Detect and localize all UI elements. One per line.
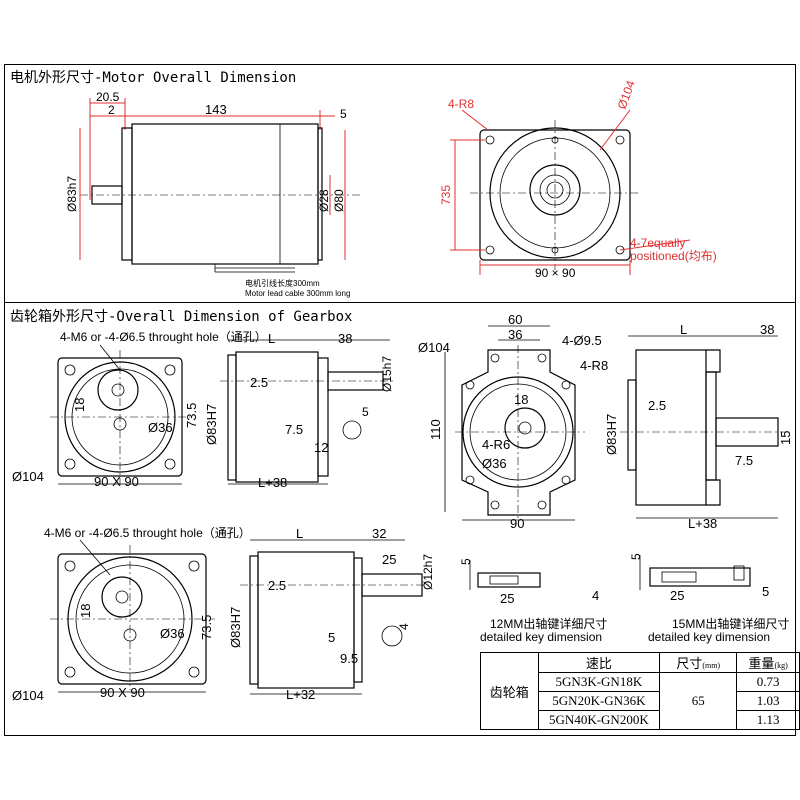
gb2-side-dim-d83h7: Ø83H7: [604, 414, 619, 455]
motor-front-note-1: 4-7equally: [630, 236, 685, 250]
gb1-front-dim-18: 18: [72, 398, 87, 412]
key-15mm-detail: 5 25 5 15MM出轴键详细尺寸 detailed key dimensio…: [629, 553, 789, 644]
gb3-side-dim-5: 5: [328, 630, 335, 645]
gb3-side-dim-2-5: 2.5: [268, 578, 286, 593]
gb1-side-dim-d15h7: Ø15h7: [380, 356, 394, 392]
gearbox1-front-view: 4-M6 or -4-Ø6.5 throught hole（通孔） 18 73.…: [12, 330, 267, 489]
spec-weight-3: 1.13: [736, 710, 800, 730]
motor-dim-d83h7: Ø83h7: [65, 176, 79, 212]
gb1-front-dim-d104: Ø104: [12, 469, 44, 484]
spec-ratio-3: 5GN40K-GN200K: [537, 710, 661, 730]
gearbox3-front-view: 4-M6 or -4-Ø6.5 throught hole（通孔） 18 73.…: [12, 526, 251, 703]
gb3-front-dim-73-5: 73.5: [199, 615, 214, 640]
gb3-side-dim-4: 4: [397, 623, 411, 630]
spec-size-value: 65: [659, 672, 738, 730]
motor-dim-5: 5: [340, 107, 347, 121]
gb2-front-dim-d36: Ø36: [482, 456, 507, 471]
motor-section-title: 电机外形尺寸-Motor Overall Dimension: [10, 70, 297, 86]
gb2-side-dim-15: 15: [778, 431, 793, 445]
gearbox1-side-view: L 38 2.5 Ø83H7 Ø15h7 7.5 12 5 L+38: [204, 331, 395, 490]
key15-label-en: detailed key dimension: [648, 630, 770, 644]
gearbox-section-title: 齿轮箱外形尺寸-Overall Dimension of Gearbox: [10, 309, 353, 325]
gb2-front-dim-60: 60: [508, 312, 522, 327]
key15-dim-5b: 5: [762, 584, 769, 599]
gb3-hole-note: 4-M6 or -4-Ø6.5 throught hole（通孔）: [44, 526, 251, 540]
spec-table: 齿轮箱 速比 尺寸(mm) 重量(kg) 5GN3K-GN18K 65 0.73…: [480, 652, 800, 730]
gb2-front-dim-18: 18: [514, 392, 528, 407]
gb2-front-dim-4d9-5: 4-Ø9.5: [562, 333, 602, 348]
gb3-front-dim-d36: Ø36: [160, 626, 185, 641]
gb2-front-dim-90: 90: [510, 516, 524, 531]
motor-cable-note-cn: 电机引线长度300mm: [245, 278, 320, 288]
motor-dim-2: 2: [108, 103, 115, 117]
gb2-front-dim-36: 36: [508, 327, 522, 342]
gb3-side-dim-l: L: [296, 526, 303, 541]
spec-header-ratio: 速比: [537, 652, 661, 673]
spec-ratio-2: 5GN20K-GN36K: [537, 691, 661, 711]
gb2-side-dim-l: L: [680, 322, 687, 337]
motor-dim-143: 143: [205, 102, 227, 117]
gb1-side-dim-d83h7: Ø83H7: [204, 404, 219, 445]
motor-dim-d80: Ø80: [332, 189, 346, 212]
gb2-front-dim-d104: Ø104: [418, 340, 450, 355]
key-12mm-detail: 5 25 4 12MM出轴键详细尺寸 detailed key dimensio…: [459, 558, 607, 644]
spec-row-label: 齿轮箱: [480, 652, 539, 730]
gb1-side-dim-12: 12: [314, 440, 328, 455]
gb3-side-dim-d12h7: Ø12h7: [421, 554, 435, 590]
spec-weight-1: 0.73: [736, 672, 800, 692]
motor-front-dim-4r8: 4-R8: [448, 97, 474, 111]
gb2-front-dim-4r8: 4-R8: [580, 358, 608, 373]
gb3-side-dim-d83h7: Ø83H7: [228, 607, 243, 648]
gb1-side-dim-7-5: 7.5: [285, 422, 303, 437]
gb1-side-dim-2-5: 2.5: [250, 375, 268, 390]
spec-weight-2: 1.03: [736, 691, 800, 711]
motor-front-note-2: positioned(均布): [630, 249, 717, 263]
gb1-front-dim-90x90: 90 X 90: [94, 474, 139, 489]
gb3-side-dim-l32: L+32: [286, 687, 315, 702]
gearbox2-side-view: L 38 2.5 Ø83H7 15 7.5 L+38: [604, 322, 793, 531]
gb3-side-dim-32: 32: [372, 526, 386, 541]
gb2-front-dim-4r6: 4-R6: [482, 437, 510, 452]
spec-ratio-1: 5GN3K-GN18K: [537, 672, 661, 692]
gb3-side-dim-9-5: 9.5: [340, 651, 358, 666]
motor-front-dim-90x90: 90 × 90: [535, 266, 576, 280]
key15-dim-25: 25: [670, 588, 684, 603]
gearbox3-side-view: L 32 25 Ø12h7 2.5 Ø83H7 4 5 9.5 L+32: [228, 526, 435, 702]
motor-front-dim-735: 735: [439, 185, 453, 205]
gb1-front-dim-73-5: 73.5: [184, 403, 199, 428]
gb2-side-dim-2-5: 2.5: [648, 398, 666, 413]
gb3-side-dim-25: 25: [382, 552, 396, 567]
gb2-front-dim-110: 110: [428, 419, 443, 440]
spec-header-size: 尺寸(mm): [659, 652, 738, 673]
motor-side-view: 20.5 2 143 5 Ø83h7 Ø28 Ø80 电机引线长度300mm M: [65, 90, 360, 298]
gb2-side-dim-38: 38: [760, 322, 774, 337]
gb3-front-dim-18: 18: [78, 604, 93, 618]
key12-dim-25: 25: [500, 591, 514, 606]
key15-label-cn: 15MM出轴键详细尺寸: [672, 616, 789, 631]
gb1-side-dim-38: 38: [338, 331, 352, 346]
key15-dim-5: 5: [629, 553, 643, 560]
gb1-front-dim-d36: Ø36: [148, 420, 173, 435]
motor-dim-d28: Ø28: [317, 189, 331, 212]
motor-dim-20-5: 20.5: [96, 90, 120, 104]
spec-header-weight: 重量(kg): [736, 652, 800, 673]
key12-dim-5: 5: [459, 558, 473, 565]
gb1-hole-note: 4-M6 or -4-Ø6.5 throught hole（通孔）: [60, 330, 267, 344]
motor-front-view: 4-R8 Ø104 735 90 × 90 4-7equally positio…: [439, 78, 717, 280]
gb3-front-dim-90x90: 90 X 90: [100, 685, 145, 700]
motor-cable-note-en: Motor lead cable 300mm long: [245, 289, 350, 298]
key12-label-en: detailed key dimension: [480, 630, 602, 644]
motor-front-dim-d104: Ø104: [615, 78, 638, 111]
key12-label-cn: 12MM出轴键详细尺寸: [490, 616, 607, 631]
gb3-front-dim-d104: Ø104: [12, 688, 44, 703]
gb1-side-dim-l: L: [268, 331, 275, 346]
key12-dim-4: 4: [592, 588, 599, 603]
gb2-side-dim-7-5: 7.5: [735, 453, 753, 468]
gearbox2-front-view: 60 36 4-Ø9.5 Ø104 4-R8 18 110 4-R6: [418, 312, 608, 531]
gb1-side-dim-l38: L+38: [258, 475, 287, 490]
gb2-side-dim-l38: L+38: [688, 516, 717, 531]
gb1-side-dim-5: 5: [362, 405, 369, 419]
